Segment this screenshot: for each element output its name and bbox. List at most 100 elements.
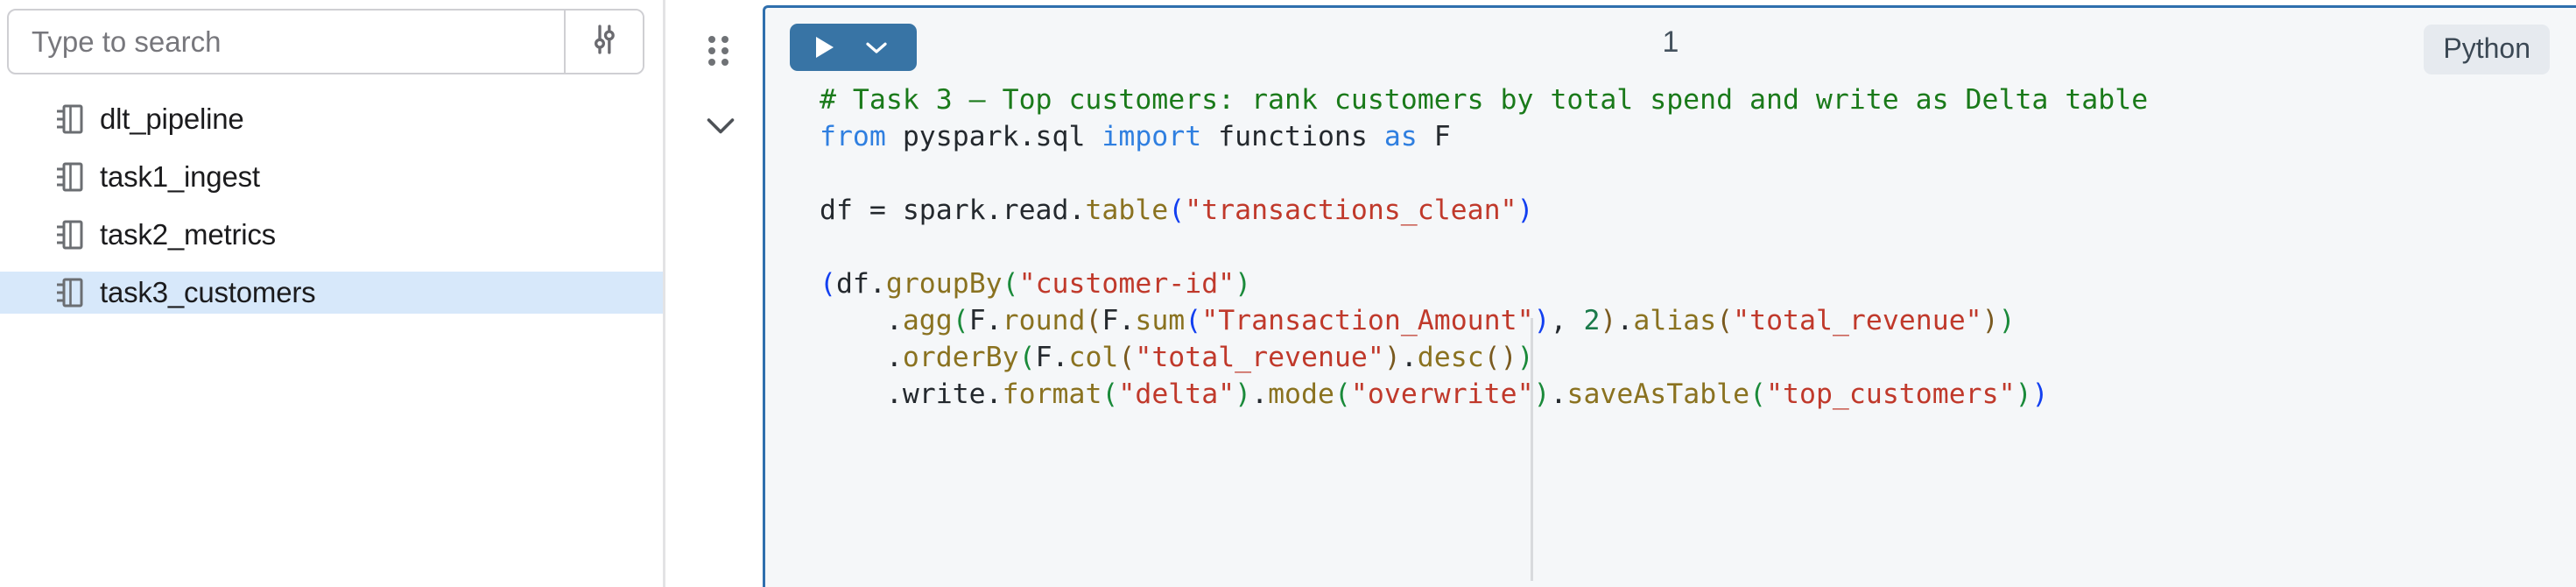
code-token: "delta": [1118, 378, 1235, 410]
code-token: "customer-id": [1018, 268, 1235, 300]
code-token: .: [1616, 305, 1634, 336]
code-line: [820, 229, 2576, 265]
code-token: (: [1185, 305, 1202, 336]
code-token: (: [952, 305, 969, 336]
code-token: (: [1716, 305, 1734, 336]
code-token: functions: [1201, 121, 1384, 152]
code-token: ): [1235, 378, 1252, 410]
code-token: 2: [1583, 305, 1601, 336]
sidebar-item-label: task2_metrics: [100, 218, 276, 251]
code-token: "overwrite": [1350, 378, 1534, 410]
code-token: (): [1483, 342, 1517, 373]
code-token: desc: [1417, 342, 1484, 373]
notebook-icon: [54, 160, 84, 194]
notebook-main: 1 Python # Task 3 — Top customers: rank …: [665, 0, 2576, 587]
sidebar-item-label: task1_ingest: [100, 160, 260, 193]
code-token: ): [2015, 378, 2032, 410]
code-token: (: [1168, 194, 1186, 226]
code-token: as: [1383, 121, 1418, 152]
code-token: ): [1600, 305, 1617, 336]
code-token: (: [1085, 305, 1102, 336]
code-token: (: [820, 268, 836, 300]
sidebar-item-task1_ingest[interactable]: task1_ingest: [0, 156, 663, 198]
code-token: ): [1383, 342, 1401, 373]
code-token: .: [1400, 342, 1418, 373]
code-token: ): [1517, 342, 1534, 373]
code-token: pyspark.sql: [885, 121, 1102, 152]
code-token: (: [1118, 342, 1136, 373]
code-token: import: [1101, 121, 1202, 152]
play-icon: [813, 34, 837, 60]
code-token: "Transaction_Amount": [1201, 305, 1534, 336]
chevron-down-icon: [863, 39, 890, 56]
code-token: orderBy: [902, 342, 1019, 373]
code-token: from: [820, 121, 886, 152]
code-token: "total_revenue": [1733, 305, 1982, 336]
filter-button[interactable]: [564, 11, 643, 73]
search-input[interactable]: [9, 11, 564, 73]
code-line: (df.groupBy("customer-id"): [820, 265, 2576, 302]
code-token: mode: [1268, 378, 1334, 410]
sidebar-item-task3_customers[interactable]: task3_customers: [0, 272, 663, 314]
sidebar-item-task2_metrics[interactable]: task2_metrics: [0, 214, 663, 256]
code-token: .: [1550, 378, 1567, 410]
cell-gutter: [690, 0, 760, 587]
code-token: df = spark.read.: [820, 194, 1086, 226]
code-token: sum: [1135, 305, 1186, 336]
code-token: F.: [1101, 305, 1136, 336]
code-token: saveAsTable: [1566, 378, 1750, 410]
search-bar: [7, 9, 644, 74]
code-line: # Task 3 — Top customers: rank customers…: [820, 81, 2576, 118]
code-token: F: [1417, 121, 1451, 152]
code-token: ): [2031, 378, 2049, 410]
code-editor[interactable]: # Task 3 — Top customers: rank customers…: [765, 81, 2576, 413]
code-line: df = spark.read.table("transactions_clea…: [820, 192, 2576, 229]
code-token: groupBy: [885, 268, 1003, 300]
cell-index: 1: [1662, 25, 1679, 59]
sidebar-item-dlt_pipeline[interactable]: dlt_pipeline: [0, 98, 663, 140]
code-token: .write.: [820, 378, 1003, 410]
code-token: format: [1002, 378, 1102, 410]
code-token: agg: [902, 305, 953, 336]
cell-toolbar: 1 Python: [765, 8, 2576, 81]
indent-guide: [1531, 318, 1533, 581]
run-cell-button[interactable]: [790, 24, 917, 71]
code-token: ): [1517, 194, 1534, 226]
chevron-down-icon[interactable]: [702, 112, 739, 138]
notebook-icon: [54, 276, 84, 309]
code-token: ): [1533, 378, 1551, 410]
sidebar-item-label: dlt_pipeline: [100, 103, 244, 135]
notebook-icon: [54, 218, 84, 251]
code-token: ): [1998, 305, 2016, 336]
code-token: (: [1018, 342, 1036, 373]
code-token: "top_customers": [1766, 378, 2016, 410]
code-token: (: [1334, 378, 1351, 410]
sidebar: dlt_pipeline task1_ingest task2_metricstas…: [0, 0, 665, 587]
code-line: from pyspark.sql import functions as F: [820, 118, 2576, 155]
code-line: .orderBy(F.col("total_revenue").desc()): [820, 339, 2576, 376]
notebook-cell: 1 Python # Task 3 — Top customers: rank …: [763, 5, 2576, 587]
code-token: alias: [1633, 305, 1717, 336]
notebook-icon: [54, 103, 84, 136]
code-token: ): [1981, 305, 1999, 336]
code-token: round: [1002, 305, 1086, 336]
code-token: F.: [1035, 342, 1069, 373]
language-badge[interactable]: Python: [2424, 25, 2550, 74]
code-token: "total_revenue": [1135, 342, 1384, 373]
code-token: ,: [1550, 305, 1584, 336]
code-token: .: [1251, 378, 1269, 410]
code-token: (: [1101, 378, 1119, 410]
code-token: df.: [835, 268, 886, 300]
code-token: ): [1533, 305, 1551, 336]
code-token: "transactions_clean": [1185, 194, 1517, 226]
code-token: .: [820, 305, 903, 336]
code-line: .agg(F.round(F.sum("Transaction_Amount")…: [820, 302, 2576, 339]
code-token: .: [820, 342, 903, 373]
drag-dots-icon[interactable]: [706, 33, 735, 68]
code-token: F.: [968, 305, 1003, 336]
code-token: col: [1068, 342, 1119, 373]
code-line: .write.format("delta").mode("overwrite")…: [820, 376, 2576, 413]
sidebar-item-label: task3_customers: [100, 276, 316, 308]
